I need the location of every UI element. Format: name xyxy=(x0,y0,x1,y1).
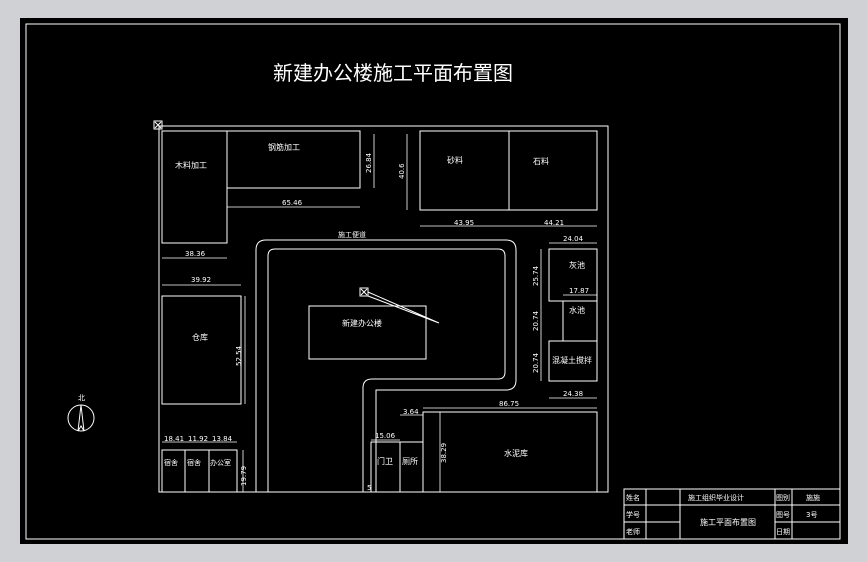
title-block-category-label: 图别 xyxy=(776,493,790,502)
dim-26-84: 26.84 xyxy=(365,152,373,173)
dim-40-6: 40.6 xyxy=(398,163,406,179)
title-block-number-value: 3号 xyxy=(806,511,817,519)
dim-24-04: 24.04 xyxy=(563,235,584,243)
dorm-1-area xyxy=(161,449,186,493)
construction-road-inner xyxy=(267,248,506,492)
warehouse-area xyxy=(161,295,242,405)
drawing-frame: 新建办公楼施工平面布置图 木料加工 钢筋加工 砂料 石料 施工便道 新建办公楼 … xyxy=(20,18,848,544)
sand-area xyxy=(419,130,510,211)
road-label: 施工便道 xyxy=(338,230,366,239)
title-block-category-value: 施施 xyxy=(806,493,820,502)
site-plan-drawing: 新建办公楼施工平面布置图 木料加工 钢筋加工 砂料 石料 施工便道 新建办公楼 … xyxy=(25,23,841,540)
dim-5: 5 xyxy=(367,484,371,492)
new-building-label: 新建办公楼 xyxy=(342,318,382,328)
dim-39-92: 39.92 xyxy=(191,276,211,284)
dim-25-74: 25.74 xyxy=(532,265,540,286)
cement-store-label: 水泥库 xyxy=(504,448,528,458)
new-building xyxy=(308,305,427,360)
title-block-name: 姓名 xyxy=(626,493,640,502)
concrete-mixer-area xyxy=(548,340,598,382)
office-label: 办公室 xyxy=(210,458,231,467)
dim-43-95: 43.95 xyxy=(454,219,474,227)
construction-road-outer xyxy=(255,239,517,492)
title-block-teacher: 老师 xyxy=(626,527,640,536)
dim-52-54: 52.54 xyxy=(235,345,243,366)
lime-pit-label: 灰池 xyxy=(569,260,585,270)
dim-13-84: 13.84 xyxy=(212,435,233,443)
office-area xyxy=(208,449,238,493)
dim-11-92: 11.92 xyxy=(188,435,208,443)
wood-processing-area xyxy=(161,130,228,244)
sand-label: 砂料 xyxy=(447,155,463,165)
dim-18-41: 18.41 xyxy=(164,435,184,443)
dim-17-87: 17.87 xyxy=(569,287,589,295)
dim-65-46: 65.46 xyxy=(282,199,303,207)
dorm-2-area xyxy=(184,449,210,493)
inner-border xyxy=(25,23,841,540)
dim-3-64: 3.64 xyxy=(403,408,419,416)
rebar-processing-area xyxy=(226,130,361,189)
title-block-student-id: 学号 xyxy=(626,510,640,519)
wood-processing-label: 木料加工 xyxy=(175,160,207,170)
site-corner-marker xyxy=(153,120,163,130)
dimension-lines: 26.84 40.6 65.46 38.36 43.95 44.21 24.04… xyxy=(162,134,597,492)
dim-44-21: 44.21 xyxy=(544,219,564,227)
dim-20-74-a: 20.74 xyxy=(532,310,540,331)
title-block: 姓名 学号 老师 施工组织毕业设计 施工平面布置图 图别 施施 图号 3号 日期 xyxy=(623,488,841,540)
rebar-processing-label: 钢筋加工 xyxy=(268,142,300,152)
gatehouse-label: 门卫 xyxy=(377,456,393,466)
dim-15-06: 15.06 xyxy=(375,432,396,440)
gatehouse-area xyxy=(370,441,401,493)
toilet-area xyxy=(399,441,424,493)
dorm-1-label: 宿舍 xyxy=(164,458,178,467)
dim-86-75: 86.75 xyxy=(499,400,519,408)
dim-38-29: 38.29 xyxy=(440,443,448,463)
stone-label: 石料 xyxy=(533,156,549,166)
title-block-date-label: 日期 xyxy=(776,528,790,536)
title-block-drawing-name: 施工平面布置图 xyxy=(700,517,756,527)
toilet-label: 厕所 xyxy=(402,456,418,466)
dim-19-79: 19.79 xyxy=(240,466,248,486)
water-pool-label: 水池 xyxy=(569,305,585,315)
stone-area xyxy=(508,130,598,211)
north-label: 北 xyxy=(78,394,85,402)
dim-20-74-b: 20.74 xyxy=(532,352,540,373)
title-block-number-label: 图号 xyxy=(776,511,790,519)
dorm-2-label: 宿舍 xyxy=(187,458,201,467)
concrete-mixer-label: 混凝土搅拌 xyxy=(552,355,592,365)
warehouse-label: 仓库 xyxy=(192,332,208,342)
dim-38-36: 38.36 xyxy=(185,250,206,258)
dim-24-38: 24.38 xyxy=(563,390,583,398)
tower-crane-arm xyxy=(367,291,440,324)
drawing-title: 新建办公楼施工平面布置图 xyxy=(273,61,513,85)
title-block-project: 施工组织毕业设计 xyxy=(688,493,744,502)
